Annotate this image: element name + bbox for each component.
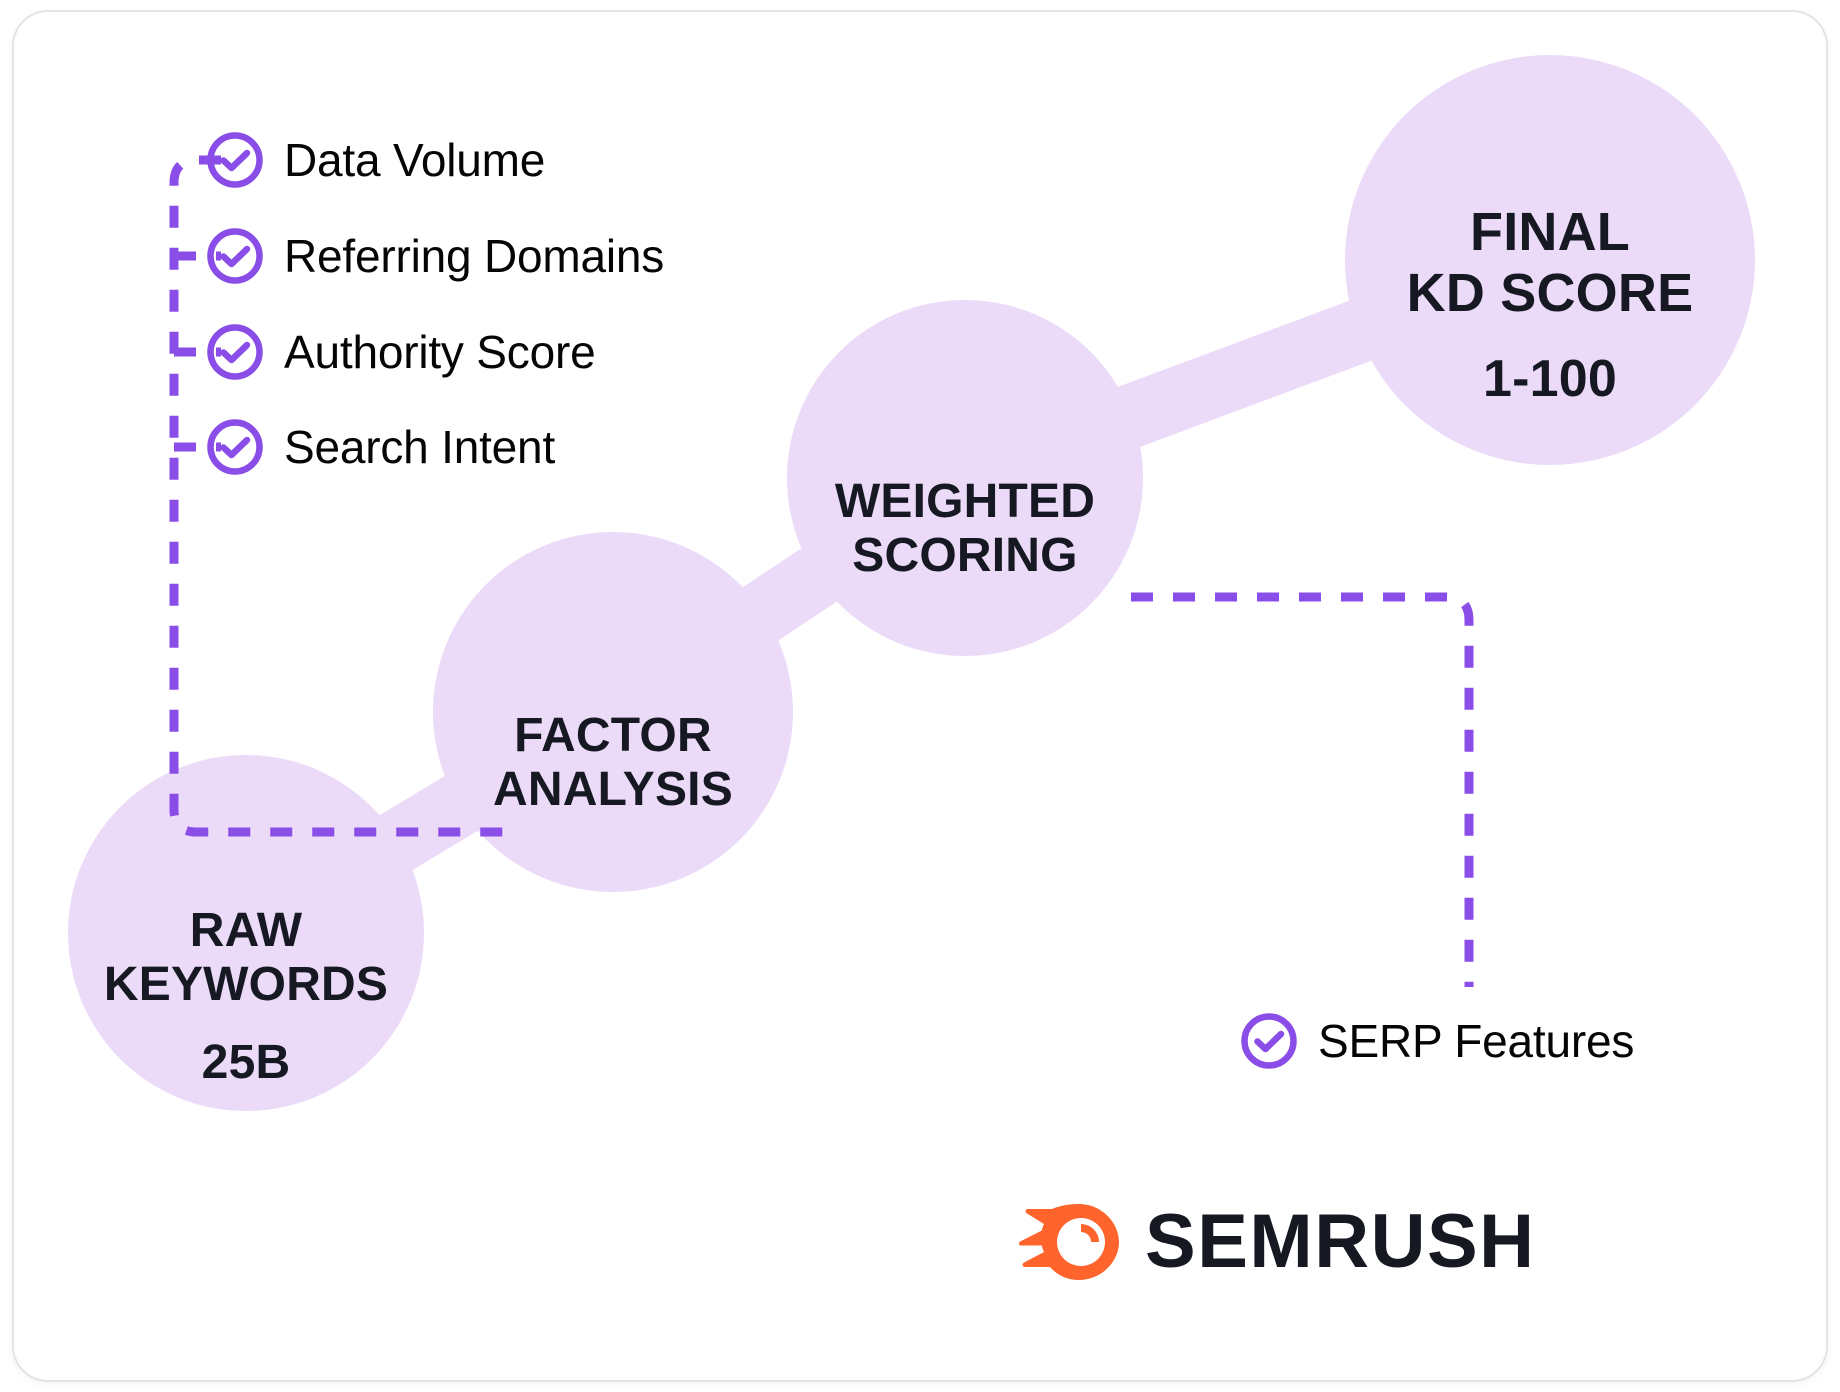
diagram-graphics [68,55,1755,1111]
check-circle-icon [207,132,263,188]
semrush-logo: SEMRUSH [1019,1200,1536,1284]
check-circle-icon [207,419,263,475]
checklist-item-referring-domains[interactable]: Referring Domains [206,227,664,285]
check-circle-icon [1241,1013,1297,1069]
right-dashed-connectors [1131,592,1474,987]
checklist-label: SERP Features [1318,1015,1635,1067]
semrush-comet-icon [1019,1204,1119,1280]
right-dashed-path [1131,592,1474,987]
check-circle-icon [207,324,263,380]
checklist-label: Data Volume [284,134,546,186]
node-circles [68,55,1755,1111]
circle-raw-keywords [68,755,424,1111]
semrush-wordmark: SEMRUSH [1145,1199,1536,1284]
circle-weighted-scoring [787,300,1143,656]
diagram-stage: RAW KEYWORDS 25B FACTOR ANALYSIS WEIGHTE… [14,12,1826,1380]
left-dashed-trunk [169,155,509,837]
checklist-label: Authority Score [284,326,596,378]
left-dashed-connectors [169,155,509,837]
check-circle-icon [207,228,263,284]
diagram-card: RAW KEYWORDS 25B FACTOR ANALYSIS WEIGHTE… [14,12,1826,1380]
checklist-item-search-intent[interactable]: Search Intent [206,418,555,476]
checklist-item-authority-score[interactable]: Authority Score [206,323,596,381]
checklist-label: Search Intent [284,421,556,473]
checklist-label: Referring Domains [284,230,665,282]
checklist-item-serp-features[interactable]: SERP Features [1240,1012,1634,1070]
circle-factor-analysis [433,532,793,892]
checklist-item-data-volume[interactable]: Data Volume [206,131,545,189]
circle-final-kd-score [1345,55,1755,465]
